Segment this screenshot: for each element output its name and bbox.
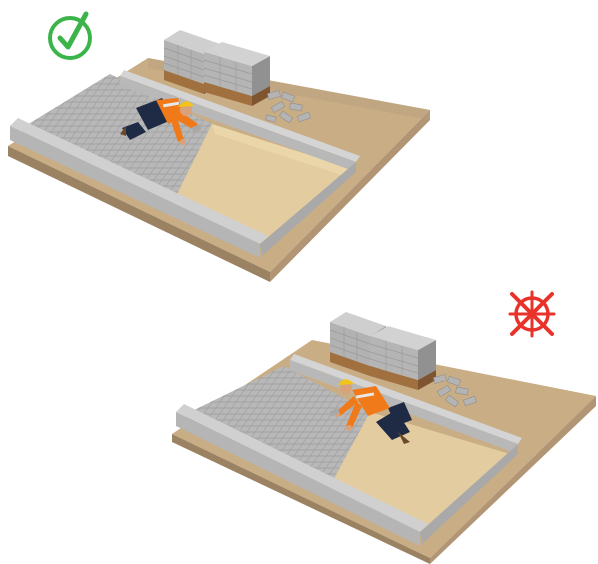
incorrect-method-panel [0, 282, 598, 564]
red-cross-circle-icon [510, 292, 554, 336]
incorrect-method-scene [0, 282, 598, 564]
green-checkmark-circle-icon [50, 14, 90, 58]
correct-method-scene [0, 0, 598, 282]
correct-method-panel [0, 0, 598, 282]
